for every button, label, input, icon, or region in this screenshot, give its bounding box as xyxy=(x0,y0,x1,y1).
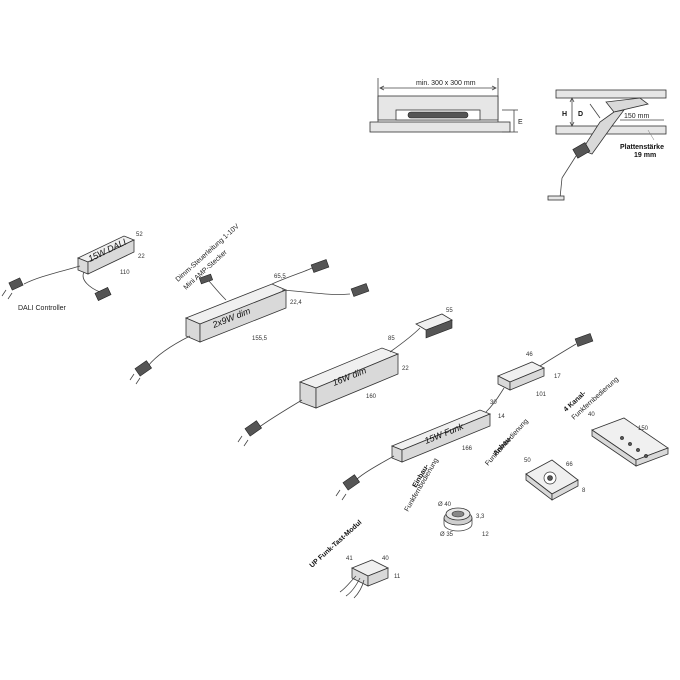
funk15-dim-length: 166 xyxy=(462,446,473,452)
dim16-driver: 16W dim 85 22 160 55 xyxy=(237,308,453,447)
dim2x9-cable-label-1: Dimm-Steuerleitung 1-10V xyxy=(175,223,241,284)
e-label: E xyxy=(518,119,523,126)
dim2x9-dim-length: 155,5 xyxy=(252,336,268,342)
recess-dim-label: min. 300 x 300 mm xyxy=(416,80,476,87)
up-module-dim-depth: 40 xyxy=(382,556,389,562)
funk15-mains-plug xyxy=(342,474,361,491)
flush-remote-dim-h2: 12 xyxy=(482,532,489,538)
cabinet-top-board xyxy=(555,89,667,99)
d-label: D xyxy=(578,111,583,118)
surface-remote-dim-height: 8 xyxy=(582,488,586,494)
remote4: 4 Kanal- Funkfernbedienung 40 150 xyxy=(563,376,669,467)
flush-remote-dim-outer: Ø 40 xyxy=(438,502,452,508)
dim2x9-driver: Dimm-Steuerleitung 1-10V Mini AMP-Stecke… xyxy=(129,223,370,385)
flush-remote-dim-inner: Ø 35 xyxy=(440,532,454,538)
dali-mains-plug xyxy=(8,277,24,291)
surface-remote-dim-width: 50 xyxy=(524,458,531,464)
dim2x9-out-connector-1 xyxy=(310,259,330,273)
receiver-dim-height: 17 xyxy=(554,374,561,380)
reach-dim-label: 150 mm xyxy=(624,113,649,120)
dali-dim-width: 52 xyxy=(136,232,143,238)
up-module-title: UP Funk-Tast-Modul xyxy=(309,519,364,569)
dim16-dim-width: 85 xyxy=(388,336,395,342)
surface-remote-dim-length: 66 xyxy=(566,462,573,468)
board-label: Plattenstärke xyxy=(620,144,664,151)
receiver-dim-width: 46 xyxy=(526,352,533,358)
flush-remote: Einbau- Funkfernbedienung Ø 40 Ø 35 3,3 … xyxy=(404,457,490,538)
dim2x9-dim-height: 22,4 xyxy=(290,300,302,306)
funk15-dim-height: 14 xyxy=(498,414,505,420)
dali-dim-length: 110 xyxy=(120,270,130,276)
flush-remote-dim-h1: 3,3 xyxy=(476,514,485,520)
h-label: H xyxy=(562,111,567,118)
recess-detail: min. 300 x 300 mm E xyxy=(369,78,523,133)
up-module-dim-height: 11 xyxy=(394,574,401,580)
funk15-driver: 15W Funk 30 14 166 46 17 101 xyxy=(335,333,594,501)
recess-base xyxy=(369,121,511,133)
dim16-plug-dim: 55 xyxy=(446,308,453,314)
flush-remote-title-2: Funkfernbedienung xyxy=(404,457,440,513)
dim2x9-out-connector-2 xyxy=(350,283,370,297)
dali-controller-label: DALI Controller xyxy=(18,305,67,312)
dim2x9-dim-width: 65,5 xyxy=(274,274,286,280)
dim2x9-mains-plug xyxy=(134,360,153,377)
dali-dim-height: 22 xyxy=(138,254,145,260)
dim16-mains-plug xyxy=(244,420,263,437)
remote4-dim-width: 40 xyxy=(588,412,595,418)
up-module: UP Funk-Tast-Modul 41 40 11 xyxy=(309,519,401,599)
dim16-dim-height: 22 xyxy=(402,366,409,372)
up-module-dim-width: 41 xyxy=(346,556,353,562)
receiver-out-connector xyxy=(574,333,594,347)
dali-driver: 15W DALI 52 22 110 DALI Controller xyxy=(1,232,145,312)
board-value: 19 mm xyxy=(634,152,656,159)
dali-connector xyxy=(94,287,112,301)
mini-amp-plug xyxy=(198,273,214,285)
dim16-dim-length: 160 xyxy=(366,394,377,400)
surface-remote: Anbau- Funkfernbedienung 50 66 8 xyxy=(484,418,586,501)
remote4-dim-length: 150 xyxy=(638,426,649,432)
cabinet-detail: H D 150 mm Plattenstärke 19 mm xyxy=(547,89,667,201)
receiver-dim-length: 101 xyxy=(536,392,547,398)
